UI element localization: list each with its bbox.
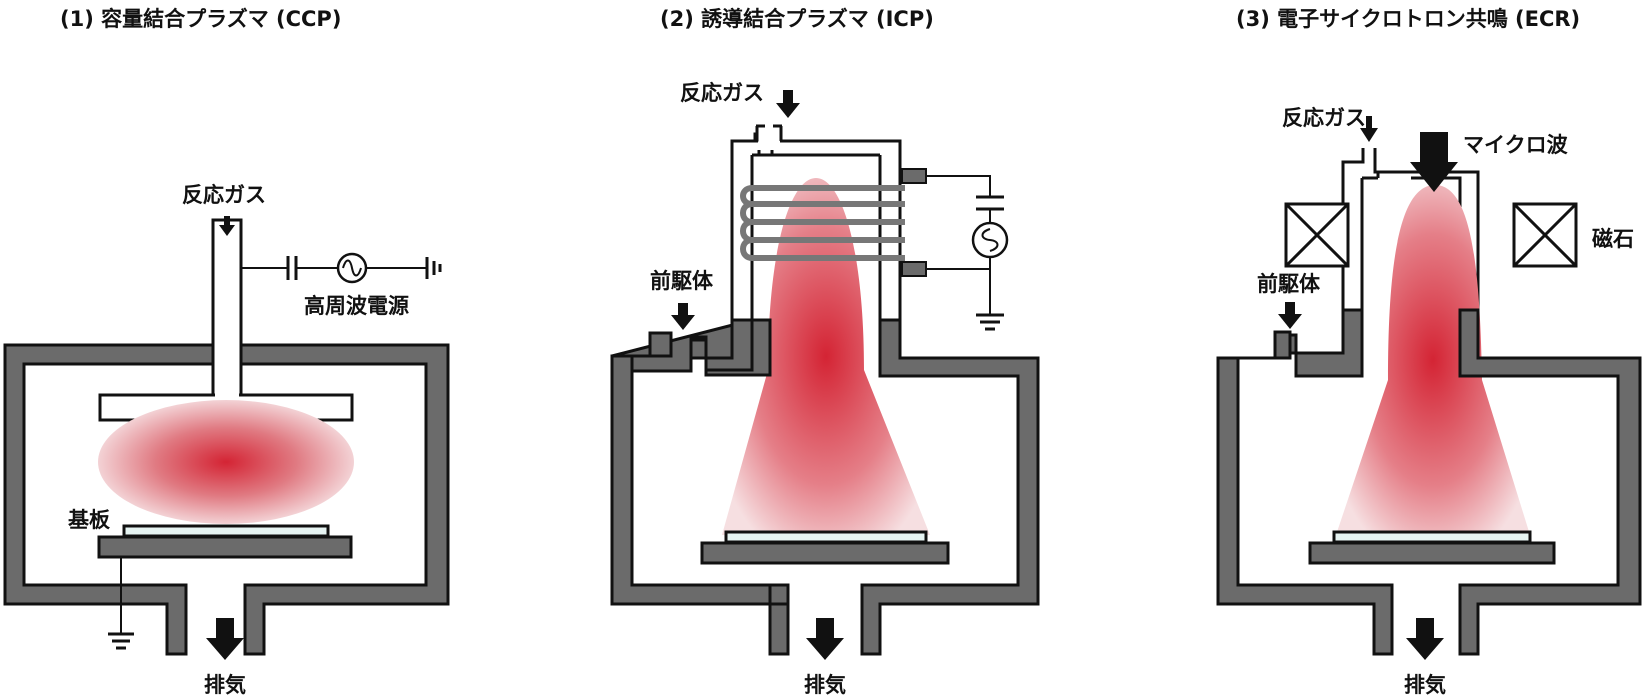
- panel-title: (3) 電子サイクロトロン共鳴 (ECR): [1236, 7, 1580, 31]
- chamber-wall: [689, 318, 754, 372]
- substrate-stage: [97, 535, 353, 559]
- arrow-down-icon: [1406, 618, 1444, 660]
- chamber-wall: [3, 343, 450, 656]
- chamber-wall: [1216, 330, 1394, 656]
- plasma: [98, 400, 354, 524]
- arrow-down-icon: [806, 618, 844, 660]
- rf-coil: [740, 185, 905, 261]
- arrow-down-icon: [219, 216, 235, 236]
- panel-title: (1) 容量結合プラズマ (CCP): [60, 7, 341, 31]
- substrate-label: 基板: [68, 508, 111, 532]
- panel-icp: (2) 誘導結合プラズマ (ICP): [610, 7, 1040, 697]
- precursor-label: 前駆体: [1257, 272, 1321, 296]
- panel-ccp: (1) 容量結合プラズマ (CCP) 反応ガス: [3, 7, 450, 697]
- exhaust-label: 排気: [804, 673, 846, 697]
- chamber-wall: [1284, 308, 1364, 378]
- gas-label: 反応ガス: [1282, 106, 1366, 130]
- substrate: [724, 530, 928, 544]
- microwave-label: マイクロ波: [1463, 133, 1569, 157]
- plasma: [1336, 185, 1530, 535]
- ground-icon: [425, 257, 442, 279]
- exhaust-label: 排気: [1404, 673, 1446, 697]
- gas-label: 反応ガス: [182, 183, 266, 207]
- ac-source-icon: [971, 221, 1009, 259]
- substrate-stage: [1308, 541, 1556, 565]
- capacitor-icon: [976, 195, 1004, 211]
- arrow-down-icon: [671, 303, 695, 330]
- gas-inlet-tube: [211, 218, 243, 417]
- substrate: [122, 524, 330, 538]
- rf-source-label: 高周波電源: [304, 294, 409, 318]
- arrow-down-icon: [206, 618, 244, 660]
- arrow-down-icon: [776, 90, 800, 118]
- exhaust-label: 排気: [204, 673, 246, 697]
- substrate-stage: [700, 541, 950, 565]
- arrow-down-icon: [1360, 116, 1378, 142]
- ground-icon: [108, 632, 134, 650]
- precursor-label: 前駆体: [650, 269, 714, 293]
- plasma: [722, 178, 930, 535]
- chamber-wall: [1458, 308, 1642, 656]
- arrow-down-icon: [1410, 132, 1458, 192]
- magnet-icon: [1512, 202, 1578, 268]
- capacitor-icon: [286, 256, 298, 280]
- panel-title: (2) 誘導結合プラズマ (ICP): [660, 7, 934, 31]
- ac-source-icon: [336, 252, 368, 284]
- chamber-wall: [610, 354, 790, 656]
- chamber-wall: [612, 331, 673, 358]
- panel-ecr: (3) 電子サイクロトロン共鳴 (ECR) 磁石: [1216, 7, 1642, 697]
- magnet-icon: [1284, 202, 1350, 268]
- ground-icon: [976, 313, 1004, 331]
- gas-label: 反応ガス: [680, 81, 764, 105]
- substrate: [1332, 530, 1532, 544]
- chamber-wall: [860, 318, 1040, 656]
- magnet-label: 磁石: [1592, 227, 1634, 251]
- arrow-down-icon: [1278, 302, 1302, 329]
